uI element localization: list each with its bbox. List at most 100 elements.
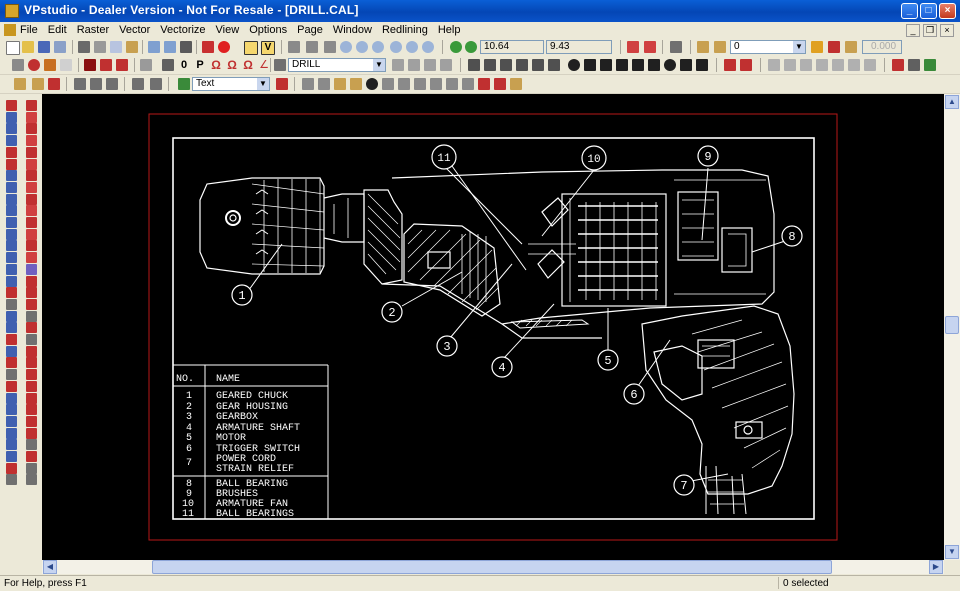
save-icon[interactable] <box>38 41 50 53</box>
zoom-realtime-icon[interactable] <box>406 41 418 53</box>
draw-tool-icon[interactable] <box>6 205 17 217</box>
deskew-icon[interactable] <box>440 59 452 71</box>
hatch-5-icon[interactable] <box>832 59 844 71</box>
vertical-scroll-thumb[interactable] <box>945 316 959 334</box>
edit-tool-icon[interactable] <box>26 135 37 147</box>
draw-tool-icon[interactable] <box>6 415 17 427</box>
raster-edit-5-icon[interactable] <box>532 59 544 71</box>
raster-tool-5-icon[interactable] <box>366 78 378 90</box>
scroll-up-icon[interactable]: ▲ <box>945 95 959 109</box>
mirror-icon[interactable] <box>424 59 436 71</box>
redline-icon[interactable] <box>892 59 904 71</box>
pencil-icon[interactable] <box>44 59 56 71</box>
arrow-icon[interactable] <box>600 59 612 71</box>
vector-select-icon[interactable]: V <box>261 41 275 55</box>
raster-tool-9-icon[interactable] <box>430 78 442 90</box>
draw-tool-icon[interactable] <box>6 217 17 228</box>
draw-tool-icon[interactable] <box>6 392 17 404</box>
edit-icon[interactable] <box>100 59 112 71</box>
edit-tool-icon[interactable] <box>26 100 37 111</box>
polar-icon[interactable]: P <box>196 59 204 71</box>
snap-angle-icon[interactable]: ∠ <box>259 59 269 71</box>
hatch-4-icon[interactable] <box>816 59 828 71</box>
text-edit-icon[interactable] <box>740 59 752 71</box>
text-style-icon[interactable] <box>178 78 190 90</box>
edit-tool-icon[interactable] <box>26 380 37 392</box>
redline-2-icon[interactable] <box>908 59 920 71</box>
edit-tool-icon[interactable] <box>26 451 37 462</box>
draw-tool-icon[interactable] <box>6 287 17 299</box>
menu-edit[interactable]: Edit <box>47 24 67 36</box>
scroll-down-icon[interactable]: ▼ <box>945 545 959 559</box>
draw-tool-icon[interactable] <box>6 462 17 474</box>
zoom-in-icon[interactable] <box>356 41 368 53</box>
child-close-button[interactable]: × <box>940 24 954 37</box>
open-folder-icon[interactable] <box>22 41 34 53</box>
raster-edit-3-icon[interactable] <box>500 59 512 71</box>
vertical-scrollbar[interactable]: ▲ ▼ <box>944 94 960 560</box>
draw-tool-icon[interactable] <box>6 380 17 392</box>
coordinate-icon[interactable] <box>465 41 477 53</box>
attach-icon[interactable] <box>132 78 144 90</box>
draw-tool-icon[interactable] <box>6 474 17 486</box>
vectorize-3-icon[interactable] <box>48 78 60 90</box>
close-button[interactable]: × <box>939 3 956 19</box>
draw-tool-icon[interactable] <box>6 275 17 287</box>
move-icon[interactable] <box>584 59 596 71</box>
raster-tool-6-icon[interactable] <box>382 78 394 90</box>
layer-color-icon[interactable] <box>845 41 857 53</box>
draw-tool-icon[interactable] <box>6 427 17 439</box>
edit-tool-icon[interactable] <box>26 298 37 310</box>
redo-icon[interactable] <box>164 41 176 53</box>
edit-tool-icon[interactable] <box>26 111 37 123</box>
draw-tool-icon[interactable] <box>6 263 17 275</box>
draw-tool-icon[interactable] <box>6 298 17 310</box>
edit-tool-icon[interactable] <box>26 240 37 252</box>
menu-help[interactable]: Help <box>437 24 461 36</box>
paste-icon[interactable] <box>126 41 138 53</box>
text-recognize-icon[interactable] <box>724 59 736 71</box>
snap-icon[interactable] <box>140 59 152 71</box>
color-swatch-icon[interactable] <box>84 59 96 71</box>
child-minimize-button[interactable]: _ <box>906 24 920 37</box>
edit-tool-icon[interactable] <box>26 474 37 486</box>
document-icon[interactable] <box>4 24 16 36</box>
redline-3-icon[interactable] <box>924 59 936 71</box>
edit-tool-icon[interactable] <box>26 146 37 158</box>
chevron-down-icon[interactable]: ▼ <box>793 41 805 53</box>
draw-tool-icon[interactable] <box>6 404 17 416</box>
raster-tool-8-icon[interactable] <box>414 78 426 90</box>
layer-manager-icon[interactable] <box>670 41 682 53</box>
pan-icon[interactable] <box>422 41 434 53</box>
scroll-left-icon[interactable]: ◀ <box>43 560 57 574</box>
vectorize-icon[interactable] <box>14 78 26 90</box>
edit-tool-icon[interactable] <box>26 310 37 322</box>
zoom-extents-icon[interactable] <box>306 41 318 53</box>
draw-tool-icon[interactable] <box>6 123 17 135</box>
chamfer-icon[interactable] <box>696 59 708 71</box>
vectorize-2-icon[interactable] <box>32 78 44 90</box>
layer-properties-icon[interactable] <box>697 41 709 53</box>
raster-tool-3-icon[interactable] <box>334 78 346 90</box>
drawing-list-icon[interactable] <box>274 59 286 71</box>
crosshair-icon[interactable] <box>28 59 40 71</box>
hatch-2-icon[interactable] <box>784 59 796 71</box>
horizontal-scroll-thumb[interactable] <box>152 560 832 574</box>
menu-page[interactable]: Page <box>297 24 323 36</box>
draw-tool-icon[interactable] <box>6 322 17 334</box>
edit-tool-icon[interactable] <box>26 415 37 427</box>
import-icon[interactable] <box>180 41 192 53</box>
draw-tool-icon[interactable] <box>6 158 17 170</box>
edit-tool-icon[interactable] <box>26 334 37 345</box>
drawing-canvas[interactable]: 1 2 3 4 5 6 7 8 9 10 11 NO. NAME 1 GEARE… <box>42 94 944 560</box>
edit-tool-icon[interactable] <box>26 392 37 404</box>
edit-tool-icon[interactable] <box>26 369 37 381</box>
app-icon[interactable] <box>5 4 19 18</box>
edit-tool-icon[interactable] <box>26 193 37 205</box>
edit-tool-icon[interactable] <box>26 357 37 369</box>
cursor-icon[interactable] <box>202 41 214 53</box>
edit-tool-icon[interactable] <box>26 287 37 299</box>
minimize-button[interactable]: _ <box>901 3 918 19</box>
edit-tool-icon[interactable] <box>26 322 37 334</box>
hatch-7-icon[interactable] <box>864 59 876 71</box>
